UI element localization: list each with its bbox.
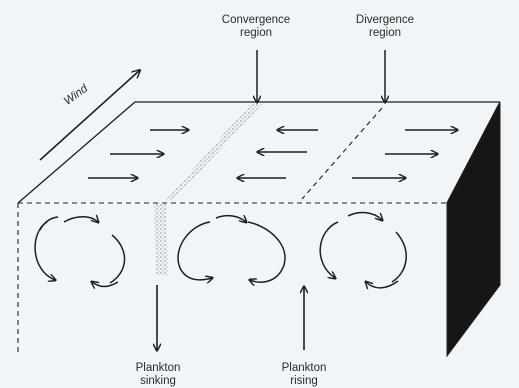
divergence-line [301, 107, 383, 200]
convergence-label-line1: Convergence [221, 14, 291, 26]
divergence-label-line1: Divergence [355, 14, 415, 26]
wind-arrow [39, 70, 140, 161]
plankton-sinking-line2: sinking [140, 375, 176, 387]
circulation-cells [34, 211, 407, 288]
convergence-label-line2: region [240, 27, 272, 39]
plankton-sinking-band [154, 203, 168, 275]
divergence-region-label: Divergence region [343, 14, 427, 40]
circulation-cell-right [319, 211, 407, 288]
box-side-face [446, 101, 501, 358]
box-top-edge [17, 101, 500, 204]
plankton-rising-line2: rising [290, 375, 318, 387]
divergence-label-line2: region [369, 27, 401, 39]
plankton-rising-label: Plankton rising [271, 362, 337, 388]
circulation-cell-left [34, 217, 126, 287]
plankton-sinking-label: Plankton sinking [125, 362, 191, 388]
convergence-region-label: Convergence region [210, 14, 302, 40]
surface-arrows [88, 130, 457, 178]
circulation-cell-middle [177, 216, 286, 283]
plankton-rising-line1: Plankton [281, 362, 327, 374]
convergence-band [166, 104, 262, 200]
plankton-sinking-line1: Plankton [135, 362, 181, 374]
